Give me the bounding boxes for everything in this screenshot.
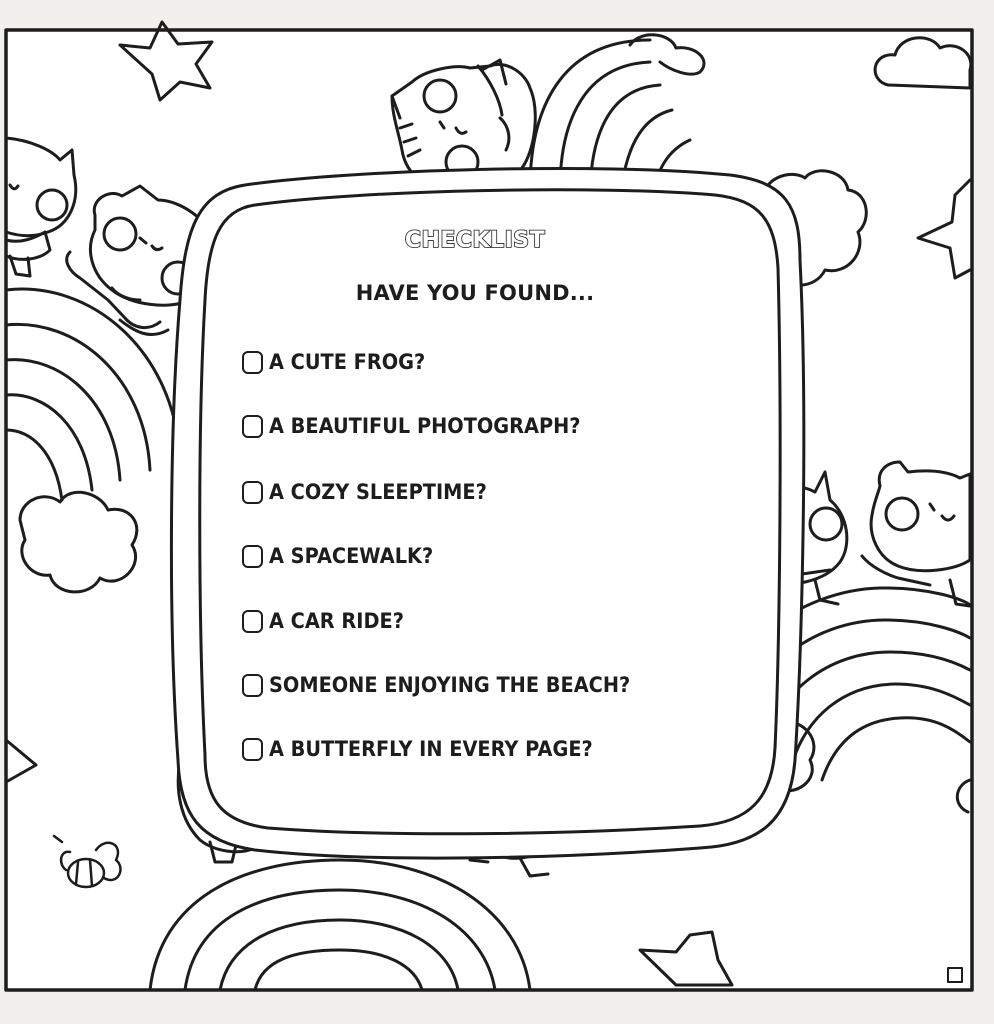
checklist-item-label: A CAR RIDE? (269, 609, 404, 633)
checkbox[interactable] (242, 737, 263, 761)
checkbox[interactable] (242, 673, 263, 697)
checklist-item[interactable]: A BEAUTIFUL PHOTOGRAPH? (242, 411, 608, 441)
checkbox[interactable] (242, 609, 263, 633)
checklist-item-label: A CUTE FROG? (269, 350, 426, 374)
bee-icon (52, 834, 122, 889)
checklist-item-label: A BEAUTIFUL PHOTOGRAPH? (269, 414, 581, 438)
rainbow-icon (4, 287, 182, 502)
cat-icon (4, 136, 78, 278)
cloud-icon (18, 490, 139, 594)
checklist-item-label: A BUTTERFLY IN EVERY PAGE? (269, 737, 593, 761)
checkbox[interactable] (242, 350, 263, 374)
cloud-icon (955, 778, 972, 814)
page-corner-mark (947, 967, 963, 983)
cat-icon (860, 460, 972, 608)
checklist-item[interactable]: SOMEONE ENJOYING THE BEACH? (242, 670, 662, 700)
checklist-item-label: A SPACEWALK? (269, 544, 434, 568)
cloud-icon (873, 36, 973, 90)
star-icon (118, 20, 214, 102)
cloud-icon (763, 169, 868, 287)
checklist-item[interactable]: A SPACEWALK? (242, 541, 447, 571)
cloud-icon (628, 33, 706, 76)
checklist-item[interactable]: A BUTTERFLY IN EVERY PAGE? (242, 734, 621, 764)
rainbow-icon (148, 858, 532, 992)
checkbox[interactable] (242, 544, 263, 568)
checklist-item[interactable]: A CUTE FROG? (242, 347, 439, 377)
checklist-title: CHECKLIST (404, 227, 546, 254)
checklist-item[interactable]: A CAR RIDE? (242, 606, 416, 636)
checklist-item[interactable]: A COZY SLEEPTIME? (242, 477, 506, 507)
checklist-item-label: SOMEONE ENJOYING THE BEACH? (269, 673, 631, 697)
checklist-item-label: A COZY SLEEPTIME? (269, 480, 487, 504)
checklist-panel-inner (198, 188, 782, 836)
star-icon (916, 178, 972, 280)
checklist-subtitle: HAVE YOU FOUND... (355, 281, 595, 305)
checkbox[interactable] (242, 480, 263, 504)
star-icon (4, 738, 38, 784)
star-icon (638, 930, 734, 987)
checkbox[interactable] (242, 414, 263, 438)
